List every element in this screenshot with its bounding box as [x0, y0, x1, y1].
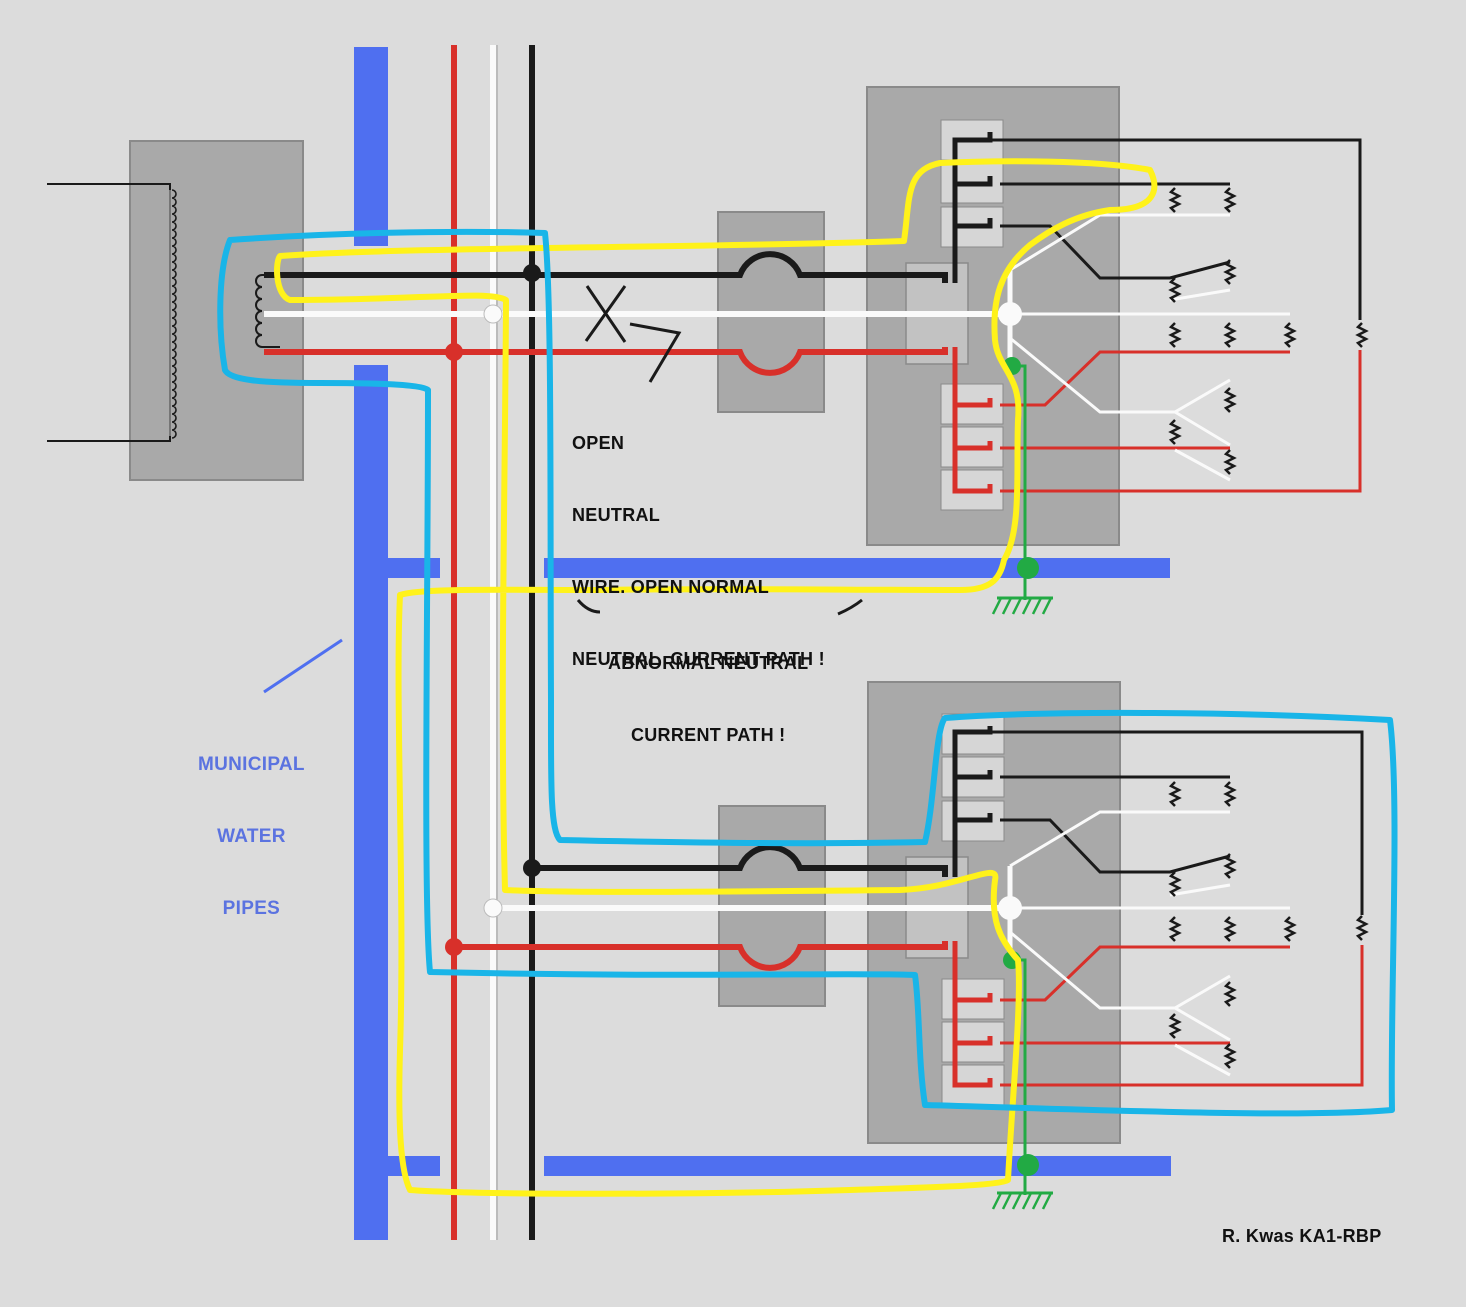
abnormal-path-highlight	[274, 158, 1158, 1197]
ground-hatch	[1021, 597, 1033, 615]
water-pipes-pointer	[263, 638, 343, 694]
abnormal-path-label: ABNORMAL NEUTRAL CURRENT PATH !	[608, 653, 809, 745]
resistor	[1355, 322, 1369, 348]
resistor	[1355, 915, 1369, 941]
ground-hatch	[991, 1192, 1003, 1210]
upper-feeders	[264, 251, 1010, 376]
resistor	[1223, 322, 1237, 348]
resistor	[1168, 871, 1182, 897]
transformer-icon	[47, 140, 304, 481]
ground-hatch	[1031, 1192, 1043, 1210]
resistor	[1223, 981, 1237, 1007]
resistor	[1223, 781, 1237, 807]
resistor	[1283, 322, 1297, 348]
resistor	[1223, 916, 1237, 942]
resistor	[1223, 853, 1237, 879]
ground-hatch	[1041, 1192, 1053, 1210]
ground-hatch	[1031, 597, 1043, 615]
ground-hatch	[1021, 1192, 1033, 1210]
ground-hatch	[1011, 1192, 1023, 1210]
ground-hatch	[1011, 597, 1023, 615]
resistor	[1223, 1043, 1237, 1069]
ground-hatch	[1041, 597, 1053, 615]
ground-hatch	[1001, 597, 1013, 615]
resistor	[1223, 449, 1237, 475]
primary-coil-loop	[171, 189, 177, 439]
resistor	[1168, 322, 1182, 348]
ground-symbol-icon	[991, 596, 1053, 1210]
current-loop-highlight-upper	[217, 228, 1398, 1117]
lower-breaker-wiring	[952, 726, 1364, 1088]
primary-coil-icon	[171, 189, 177, 439]
open-neutral-label: OPEN NEUTRAL WIRE. OPEN NORMAL NEUTRAL C…	[572, 433, 825, 669]
upper-breaker-wiring	[952, 132, 1362, 494]
resistor	[1168, 187, 1182, 213]
resistor	[1168, 781, 1182, 807]
resistor	[1168, 916, 1182, 942]
resistor	[1223, 259, 1237, 285]
service-verticals	[451, 45, 535, 1240]
resistor	[1168, 1013, 1182, 1039]
resistor	[1283, 916, 1297, 942]
lower-feeders	[454, 844, 1010, 971]
author-credit: R. Kwas KA1-RBP	[1222, 1226, 1382, 1246]
water-pipes-label: MUNICIPAL WATER PIPES	[198, 754, 305, 919]
ground-hatch	[1001, 1192, 1013, 1210]
open-wire-x-icon	[584, 285, 682, 383]
ground-hatch	[991, 597, 1003, 615]
water-pipes	[354, 47, 1171, 1240]
resistor-load-icon	[1168, 187, 1369, 1069]
resistor	[1168, 277, 1182, 303]
resistor	[1168, 419, 1182, 445]
resistor	[1223, 187, 1237, 213]
junction-dots	[445, 264, 1022, 956]
resistor	[1223, 387, 1237, 413]
